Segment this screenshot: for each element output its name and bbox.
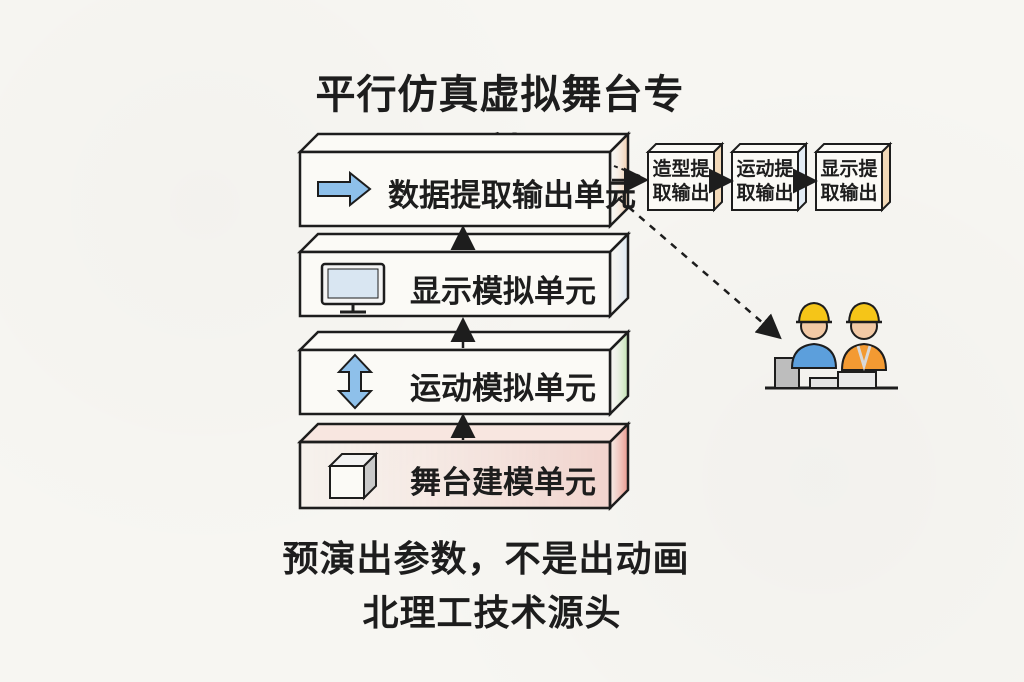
monitor-icon: [320, 262, 386, 314]
cube-icon: [327, 451, 379, 501]
layer-motion-simulation: [296, 328, 632, 418]
layer-data-extraction: [296, 130, 632, 230]
dashed-link: [611, 195, 782, 340]
layer-stage-modeling: [296, 420, 632, 512]
output-box-shape-line1: 造型提: [652, 158, 710, 180]
output-box-shape-line2: 取输出: [652, 182, 710, 204]
layer-display-simulation: [296, 230, 632, 320]
output-chain: [612, 141, 893, 213]
layer-label-data-extraction: 数据提取输出单元: [388, 178, 636, 214]
caption-line-2: 北理工技术源头: [362, 593, 622, 634]
output-box-motion: 运动提 取输出: [736, 157, 794, 205]
engineers-at-workstation-icon: [765, 301, 898, 390]
output-box-display-line1: 显示提: [820, 158, 878, 180]
output-box-display: 显示提 取输出: [820, 157, 878, 205]
output-box-shape: 造型提 取输出: [652, 157, 710, 205]
output-box-motion-line1: 运动提: [736, 158, 794, 180]
caption-line-1: 预演出参数，不是出动画: [282, 539, 690, 580]
right-arrow-icon: [317, 170, 372, 208]
layer-label-display-simulation: 显示模拟单元: [410, 274, 596, 310]
output-box-display-line2: 取输出: [820, 182, 878, 204]
layer-label-stage-modeling: 舞台建模单元: [410, 465, 596, 501]
up-down-arrow-icon: [336, 353, 374, 410]
layer-label-motion-simulation: 运动模拟单元: [410, 371, 596, 407]
output-box-motion-line2: 取输出: [736, 182, 794, 204]
